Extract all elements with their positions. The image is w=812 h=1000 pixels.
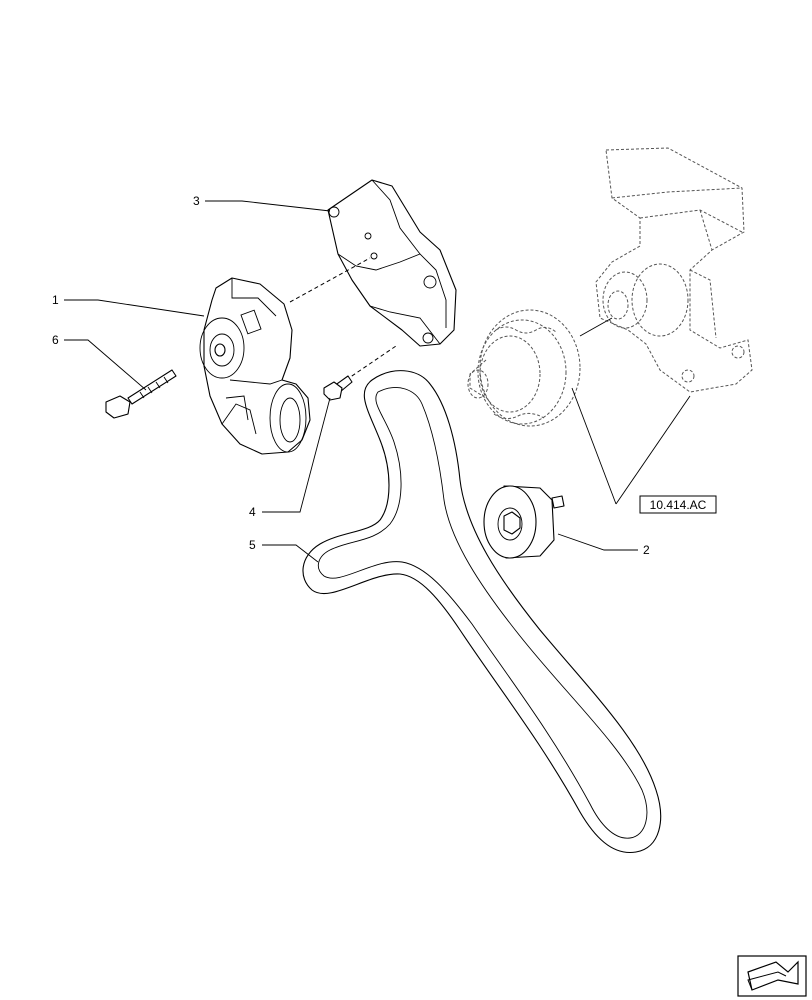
callout-6: 6 — [52, 333, 59, 347]
leader-4 — [262, 397, 331, 513]
engine-bracket-ghost — [595, 147, 753, 393]
leader-1 — [64, 299, 205, 317]
callout-4: 4 — [249, 505, 256, 519]
reference-label: 10.414.AC — [650, 498, 707, 512]
leader-5 — [262, 544, 319, 563]
leader-3 — [205, 200, 331, 212]
callout-1: 1 — [52, 293, 59, 307]
tensioner-bracket — [327, 179, 457, 347]
callout-2: 2 — [643, 543, 650, 557]
pulley-shaft-line — [579, 317, 613, 337]
leader-ref-bracket — [615, 395, 691, 505]
leader-6 — [64, 339, 147, 391]
reference-box[interactable]: 10.414.AC — [639, 495, 717, 514]
drive-belt — [302, 370, 662, 854]
bracket-bolt — [323, 375, 353, 401]
next-page-arrow-icon[interactable] — [737, 955, 807, 997]
alignment-line-upper — [289, 257, 371, 303]
idler-pulley — [483, 485, 565, 559]
callout-3: 3 — [193, 194, 200, 208]
leader-ref-pulley — [571, 387, 617, 505]
alignment-line-lower — [345, 345, 397, 381]
engine-pulley-ghost — [467, 309, 581, 427]
belt-tensioner — [199, 277, 311, 455]
callout-5: 5 — [249, 538, 256, 552]
leader-2 — [557, 533, 638, 551]
tensioner-bolt — [105, 369, 177, 419]
